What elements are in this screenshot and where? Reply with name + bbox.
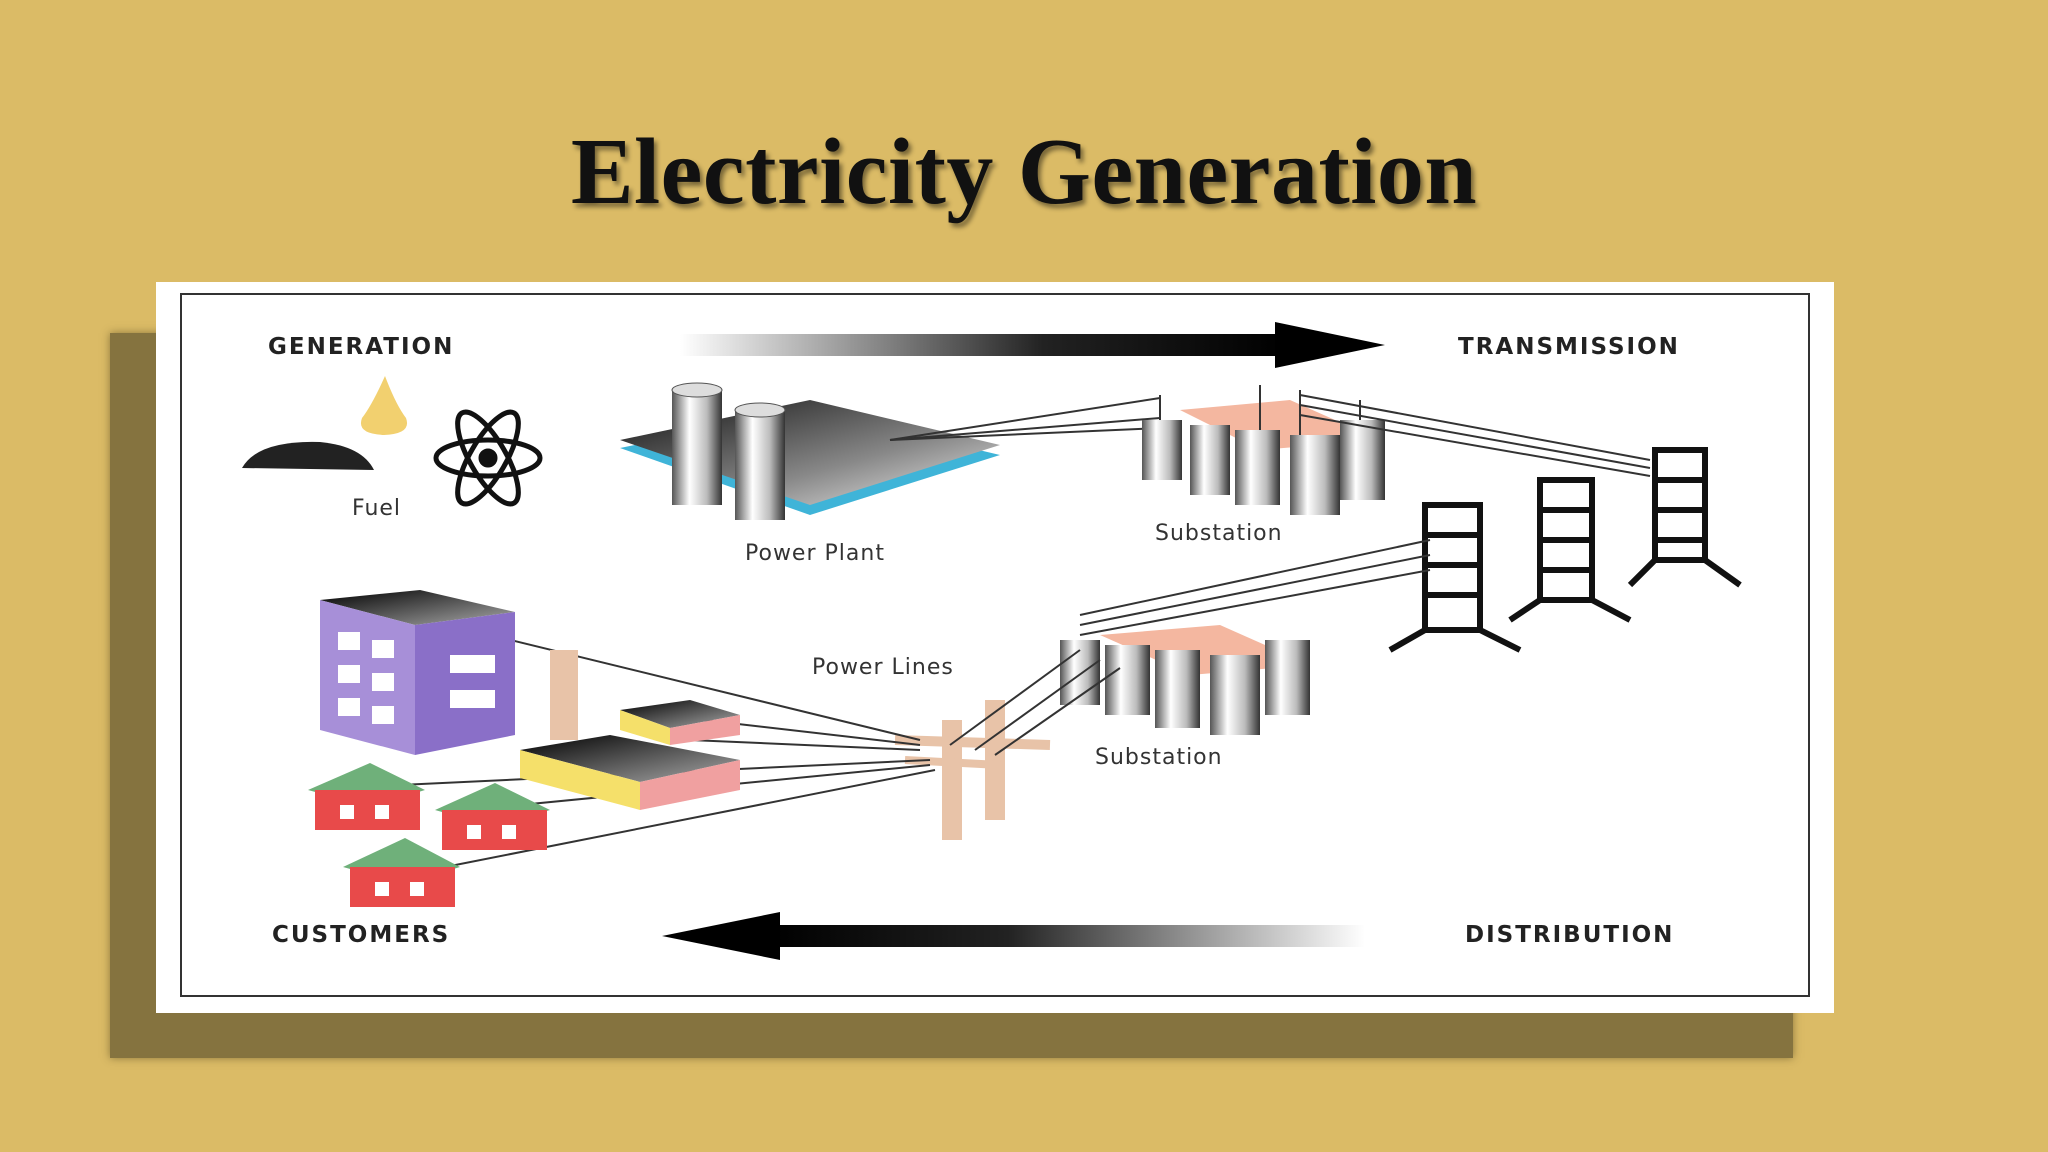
stage-label-generation: GENERATION [268, 334, 454, 360]
power-pole-icon [894, 700, 1051, 840]
office-building-icon [320, 590, 515, 755]
coal-pile-icon [242, 441, 374, 470]
atom-icon [433, 409, 543, 507]
transmission-lines-top [1299, 394, 1651, 477]
component-label-substation-top: Substation [1155, 521, 1283, 546]
transmission-lines-bottom [1079, 539, 1431, 636]
oil-drop-icon [360, 376, 408, 435]
distribution-lines [949, 649, 1121, 756]
house-icon [435, 783, 550, 850]
fuel-icons [242, 376, 543, 507]
plant-to-substation-lines [889, 397, 1161, 441]
stage-label-transmission: TRANSMISSION [1458, 334, 1680, 360]
diagram-frame [180, 293, 1810, 997]
substation-bottom-icon [1060, 625, 1310, 735]
substation-top-icon [1142, 385, 1385, 515]
flow-arrow-right [680, 322, 1385, 368]
house-icon [308, 763, 425, 830]
slide-title: Electricity Generation [570, 120, 1478, 224]
stage-label-distribution: DISTRIBUTION [1465, 922, 1674, 948]
component-label-fuel: Fuel [352, 496, 401, 521]
factory-icon [520, 650, 740, 810]
stage-label-customers: CUSTOMERS [272, 922, 450, 948]
flow-arrow-left [662, 912, 1365, 960]
component-label-substation-bottom: Substation [1095, 745, 1223, 770]
component-label-power-lines: Power Lines [812, 655, 954, 680]
transmission-towers-icon [1388, 447, 1742, 653]
component-label-power-plant: Power Plant [745, 541, 885, 566]
power-plant-icon [620, 382, 1000, 520]
house-icon [343, 838, 460, 907]
